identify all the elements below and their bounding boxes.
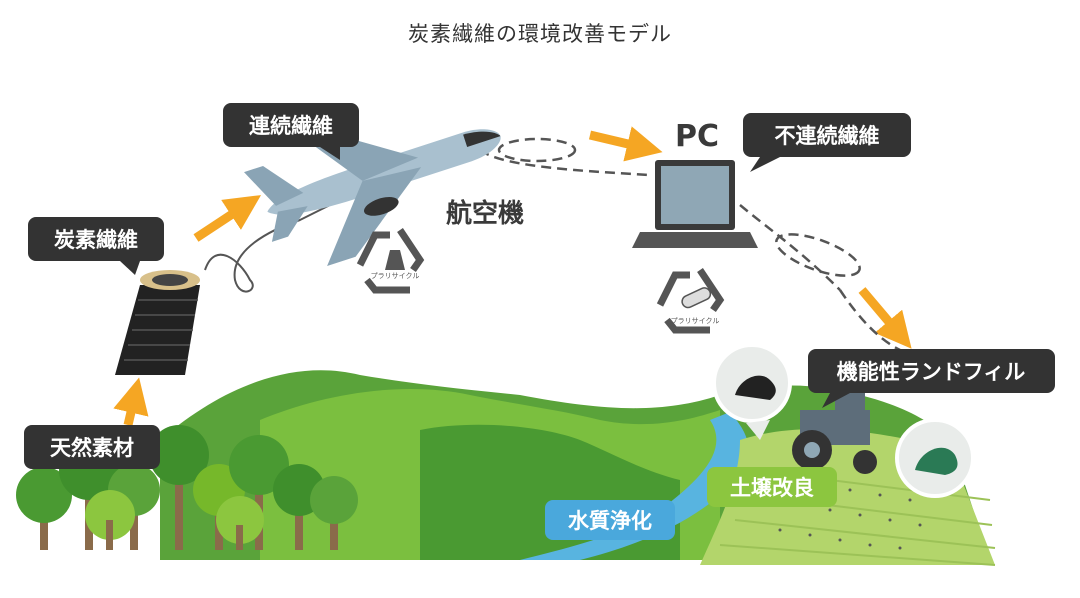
tag-discontinuous-fiber: 不連続繊維	[743, 113, 911, 172]
svg-text:水質浄化: 水質浄化	[568, 509, 652, 533]
svg-text:天然素材: 天然素材	[50, 436, 134, 460]
green-material-bubble	[895, 418, 975, 498]
recycle-icon	[356, 228, 425, 294]
tractor-icon	[792, 390, 877, 474]
tag-functional-landfill: 機能性ランドフィル	[808, 349, 1055, 408]
recycle-label-2: プラリサイクル	[671, 317, 720, 325]
tree-icon	[16, 425, 358, 550]
charcoal-bubble	[712, 343, 792, 440]
tag-continuous-fiber: 連続繊維	[223, 103, 359, 160]
tag-natural-material: 天然素材	[24, 425, 160, 469]
label-pc: PC	[675, 119, 719, 154]
svg-text:不連続繊維: 不連続繊維	[775, 124, 880, 148]
svg-text:機能性ランドフィル: 機能性ランドフィル	[837, 360, 1026, 384]
arrow-natural-to-fiber	[113, 377, 149, 427]
laptop-icon	[632, 160, 758, 248]
tag-carbon-fiber: 炭素繊維	[28, 217, 164, 275]
arrow-plane-to-pc	[588, 126, 663, 162]
flow-arrows	[113, 126, 912, 427]
recycle-icon	[656, 268, 725, 334]
fiber-spool-icon	[115, 270, 200, 375]
recycle-label-1: プラリサイクル	[371, 272, 420, 280]
label-aircraft: 航空機	[446, 198, 524, 229]
dashed-paths	[479, 137, 901, 352]
arrow-pc-to-landfill	[858, 287, 912, 349]
page-title: 炭素繊維の環境改善モデル	[408, 22, 672, 46]
forest	[16, 425, 358, 550]
tag-soil-improvement: 土壌改良	[707, 467, 837, 507]
arrow-fiber-to-plane	[193, 195, 262, 242]
svg-text:土壌改良: 土壌改良	[730, 476, 814, 500]
svg-text:連続繊維: 連続繊維	[249, 114, 333, 138]
svg-text:炭素繊維: 炭素繊維	[54, 228, 138, 252]
tag-water-purification: 水質浄化	[545, 500, 675, 540]
